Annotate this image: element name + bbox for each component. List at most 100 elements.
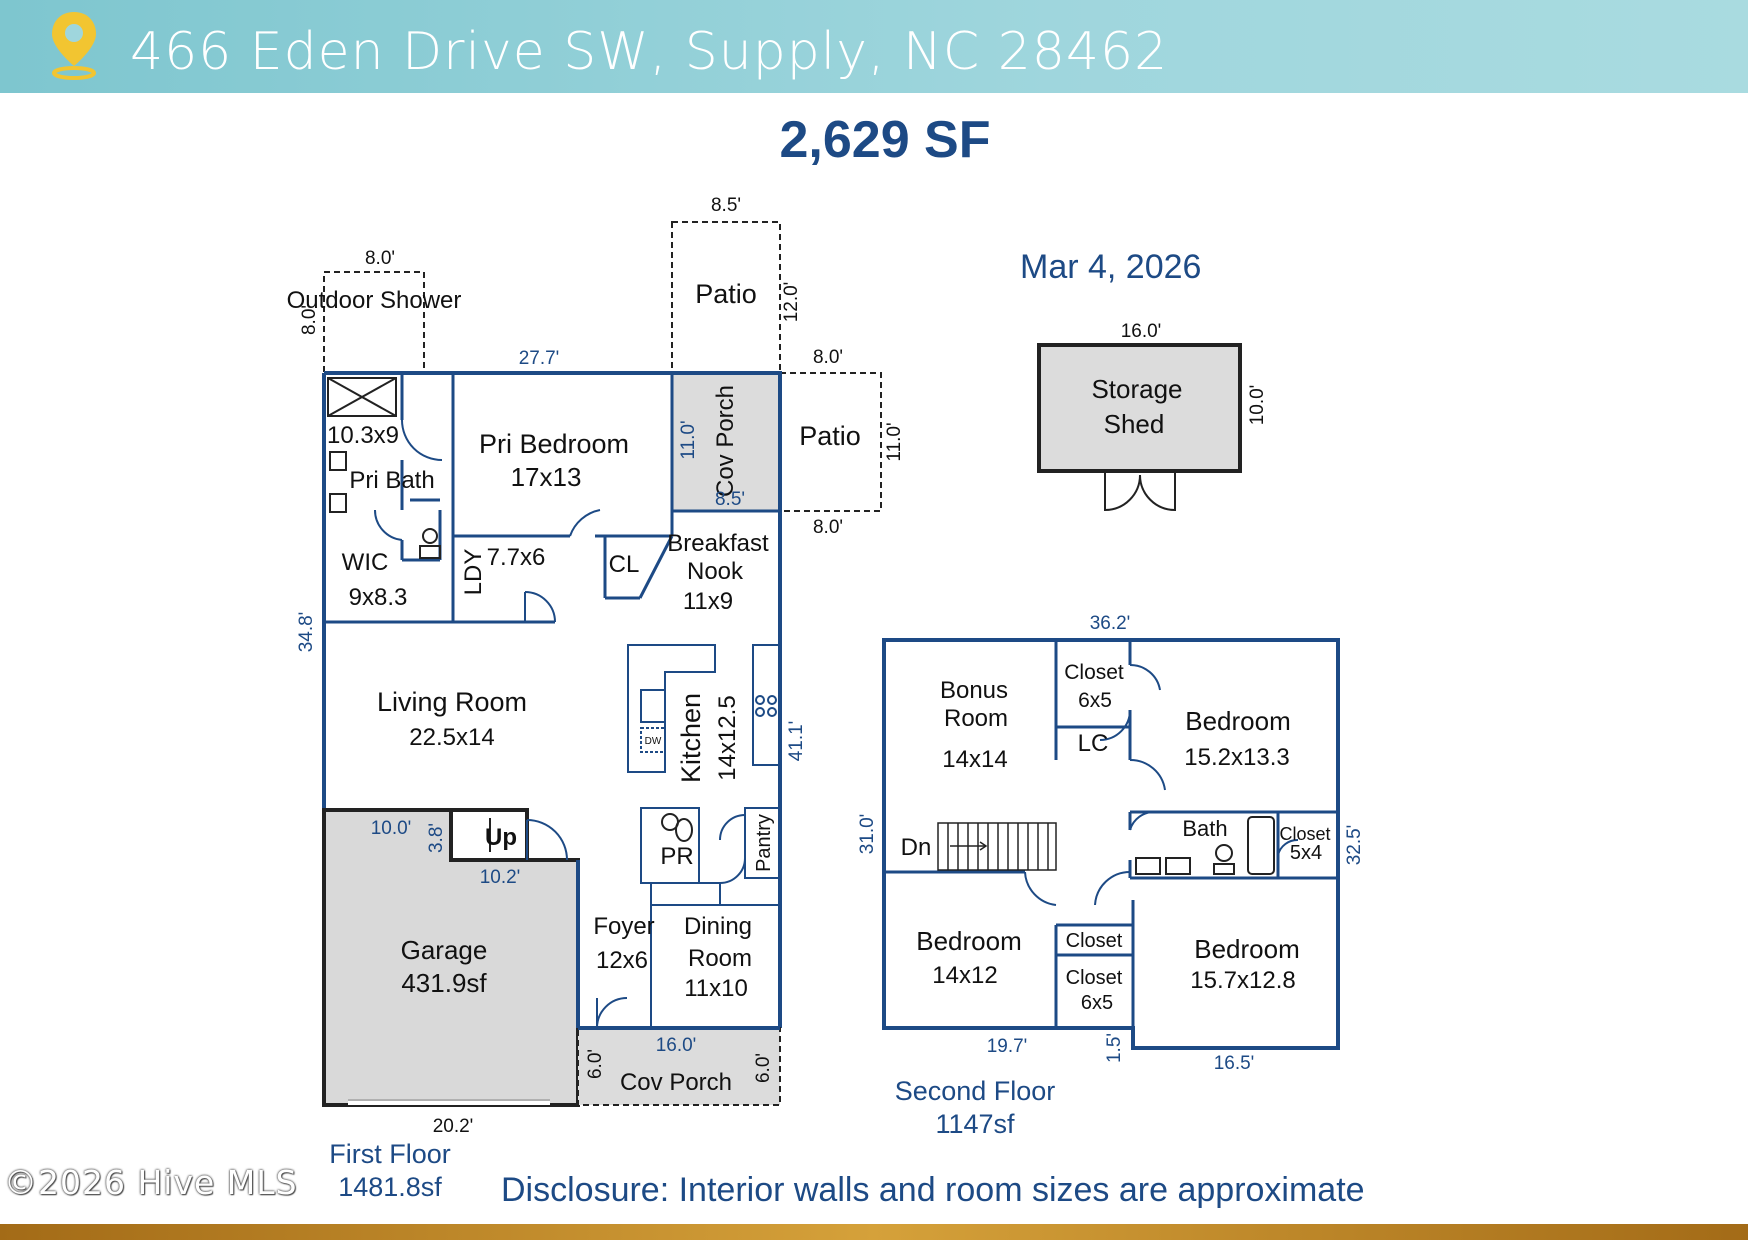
storage-shed-outline xyxy=(1037,343,1242,473)
closet-top-label: Closet xyxy=(1064,661,1124,684)
closet-bath-size-label: 5x4 xyxy=(1290,842,1322,864)
wic-label: WIC xyxy=(342,549,389,576)
outdoor-shower-label: Outdoor Shower xyxy=(287,287,462,314)
closet-low-size-label: 6x5 xyxy=(1081,992,1113,1014)
dim-2f-bottom-left: 19.7' xyxy=(987,1036,1028,1057)
bedroom-sw-size-label: 14x12 xyxy=(932,962,997,989)
dim-patio-right-bottom: 8.0' xyxy=(813,517,843,538)
cov-porch-rear-area xyxy=(670,371,782,513)
dim-2f-top-width: 36.2' xyxy=(1090,613,1131,634)
patio-top-label: Patio xyxy=(695,279,757,309)
dim-cov-porch-w: 8.5' xyxy=(715,489,745,510)
second-floor-caption: Second Floor 1147sf xyxy=(880,1075,1070,1141)
pri-bath-size-label: 10.3x9 xyxy=(327,422,399,449)
dim-garage-w: 20.2' xyxy=(433,1116,474,1137)
bath-label: Bath xyxy=(1182,816,1227,841)
pri-bedroom-label: Pri Bedroom xyxy=(479,429,629,459)
total-square-footage: 2,629 SF xyxy=(779,111,991,169)
disclosure-text: Disclosure: Interior walls and room size… xyxy=(501,1171,1365,1209)
dim-2f-left-height: 31.0' xyxy=(857,814,878,855)
dim-shed-h: 10.0' xyxy=(1247,385,1268,426)
bedroom-sw-label: Bedroom xyxy=(916,926,1022,956)
dining-label-2: Room xyxy=(688,945,752,972)
wic-size-label: 9x8.3 xyxy=(349,584,408,611)
up-label: Up xyxy=(485,824,517,851)
bonus-room-label-1: Bonus xyxy=(940,677,1008,704)
cl-label: CL xyxy=(609,551,640,578)
kitchen-size-label: 14x12.5 xyxy=(714,695,741,780)
dim-stair-w: 10.0' xyxy=(371,818,412,839)
dim-top-width: 27.7' xyxy=(519,348,560,369)
dw-label: DW xyxy=(645,736,662,747)
breakfast-label-2: Nook xyxy=(687,558,744,585)
kitchen-label: Kitchen xyxy=(676,693,706,783)
closet-bath-label: Closet xyxy=(1279,824,1330,844)
foyer-label: Foyer xyxy=(593,913,654,940)
second-floor-outline xyxy=(882,638,1340,1050)
bedroom-ne-label: Bedroom xyxy=(1185,706,1291,736)
dim-front-porch-left: 6.0' xyxy=(585,1049,606,1079)
footer-bar xyxy=(0,1224,1748,1240)
dim-shed-w: 16.0' xyxy=(1121,321,1162,342)
storage-shed-label-1: Storage xyxy=(1091,374,1182,404)
second-floor-area: 1147sf xyxy=(935,1109,1015,1139)
pantry-label: Pantry xyxy=(753,814,775,872)
lc-label: LC xyxy=(1078,730,1109,757)
bedroom-ne-size-label: 15.2x13.3 xyxy=(1184,744,1289,771)
dim-shower-w: 8.0' xyxy=(365,248,395,269)
dim-patio-right-h: 11.0' xyxy=(884,422,905,461)
garage-label: Garage xyxy=(401,935,488,965)
ldy-label: LDY xyxy=(460,549,487,596)
bedroom-se-label: Bedroom xyxy=(1194,934,1300,964)
ldy-size-label: 7.7x6 xyxy=(487,544,546,571)
dim-left-height: 34.8' xyxy=(296,612,317,653)
location-pin-icon xyxy=(52,12,96,80)
dim-cov-porch-h: 11.0' xyxy=(678,420,699,459)
dim-2f-bottom-right: 16.5' xyxy=(1214,1053,1255,1074)
pri-bath-label: Pri Bath xyxy=(349,467,434,494)
patio-right-label: Patio xyxy=(799,421,861,451)
first-floor-area: 1481.8sf xyxy=(338,1172,442,1202)
dim-stair-h: 3.8' xyxy=(426,823,447,853)
closet-low-label: Closet xyxy=(1066,967,1123,989)
plan-date: Mar 4, 2026 xyxy=(1020,248,1202,286)
dim-front-porch-w: 16.0' xyxy=(656,1035,697,1056)
bonus-room-label-2: Room xyxy=(944,705,1008,732)
breakfast-label-1: Breakfast xyxy=(667,530,769,557)
storage-shed-label-2: Shed xyxy=(1104,409,1165,439)
closet-top-size-label: 6x5 xyxy=(1078,689,1112,712)
dim-patio-top-h: 12.0' xyxy=(781,282,802,323)
living-room-label: Living Room xyxy=(377,687,527,717)
dim-patio-top-w: 8.5' xyxy=(711,195,741,216)
foyer-size-label: 12x6 xyxy=(596,947,648,974)
second-floor-stairs xyxy=(937,822,1057,871)
dining-size-label: 11x10 xyxy=(684,975,748,1002)
header-banner: 466 Eden Drive SW, Supply, NC 28462 xyxy=(0,0,1748,93)
first-floor-caption: First Floor 1481.8sf xyxy=(320,1138,460,1204)
dim-shower-h: 8.0' xyxy=(299,305,320,335)
cov-porch-rear-label: Cov Porch xyxy=(712,385,739,497)
second-floor-name: Second Floor xyxy=(894,1076,1056,1106)
pri-bedroom-size-label: 17x13 xyxy=(511,462,582,492)
pr-label: PR xyxy=(660,843,693,870)
dining-label-1: Dining xyxy=(684,913,752,940)
cov-porch-front-area xyxy=(577,1027,781,1106)
dim-front-porch-right: 6.0' xyxy=(753,1053,774,1083)
property-address: 466 Eden Drive SW, Supply, NC 28462 xyxy=(130,22,1169,82)
dim-2f-right-height: 32.5' xyxy=(1344,825,1365,866)
closet-mid-label: Closet xyxy=(1066,930,1123,952)
bedroom-se-size-label: 15.7x12.8 xyxy=(1190,967,1295,994)
patio-right-outline xyxy=(779,372,882,512)
dn-label: Dn xyxy=(901,834,932,861)
dim-2f-step: 1.5' xyxy=(1104,1033,1125,1063)
living-size-label: 22.5x14 xyxy=(409,724,494,751)
dim-patio-right-top: 8.0' xyxy=(813,347,843,368)
copyright-watermark: ©2026 Hive MLS xyxy=(4,1163,298,1202)
dim-right-height: 41.1' xyxy=(786,721,807,762)
bonus-room-size-label: 14x14 xyxy=(942,746,1007,773)
breakfast-size-label: 11x9 xyxy=(683,588,733,615)
garage-area-label: 431.9sf xyxy=(401,968,487,998)
cov-porch-front-label: Cov Porch xyxy=(620,1069,732,1096)
first-floor-name: First Floor xyxy=(329,1139,451,1169)
